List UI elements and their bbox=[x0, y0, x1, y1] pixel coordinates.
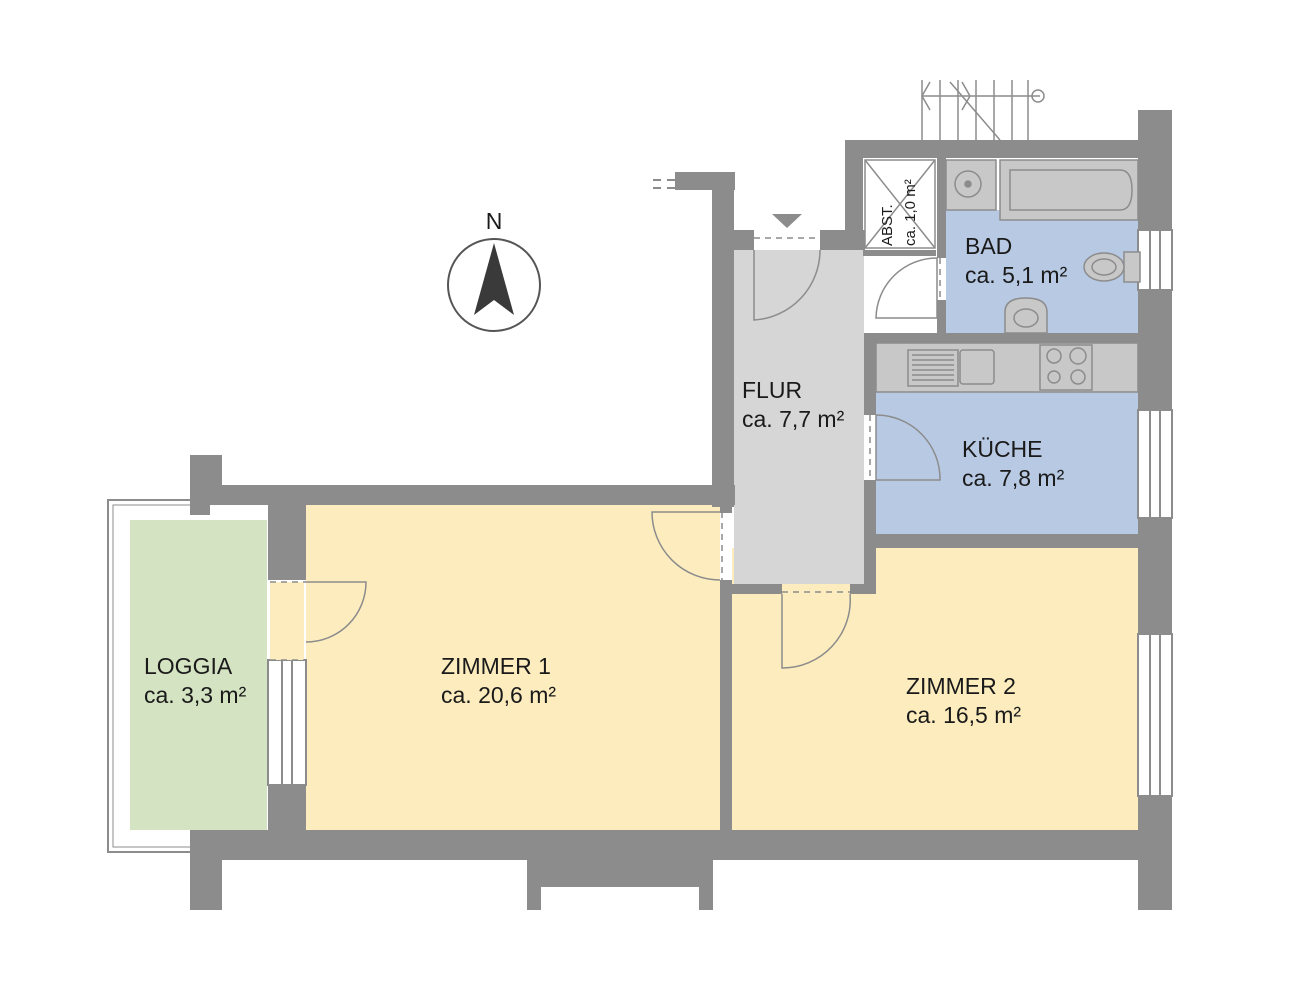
kueche-name: KÜCHE bbox=[962, 436, 1043, 462]
north-label: N bbox=[486, 208, 503, 234]
zimmer-1-name: ZIMMER 1 bbox=[441, 653, 551, 679]
doors bbox=[270, 159, 941, 669]
bidet-icon bbox=[1004, 297, 1048, 334]
abst-name: ABST. bbox=[879, 204, 896, 246]
windows bbox=[222, 229, 1173, 902]
bad-name: BAD bbox=[965, 233, 1012, 259]
bad-area-label: ca. 5,1 m² bbox=[965, 262, 1068, 288]
stove-icon bbox=[1039, 344, 1093, 391]
flur-area-label: ca. 7,7 m² bbox=[742, 406, 845, 432]
loggia-area-label: ca. 3,3 m² bbox=[144, 682, 247, 708]
zimmer-2-area bbox=[732, 548, 1138, 830]
compass: N bbox=[447, 208, 541, 332]
bathroom-fixtures bbox=[945, 159, 1141, 334]
zimmer-1-area-label: ca. 20,6 m² bbox=[441, 682, 556, 708]
loggia-area bbox=[130, 520, 267, 830]
kueche-area bbox=[876, 392, 1138, 534]
loggia-railing-inner bbox=[112, 504, 190, 848]
walls bbox=[190, 110, 1172, 910]
sink-icon bbox=[907, 349, 995, 387]
kitchen-counter bbox=[875, 342, 1139, 393]
north-arrow-icon bbox=[474, 243, 514, 315]
kitchen-fixtures bbox=[875, 342, 1139, 393]
zimmer-1-area bbox=[306, 505, 720, 830]
flur-name: FLUR bbox=[742, 377, 802, 403]
abst-area-label: ca. 1,0 m² bbox=[902, 179, 919, 246]
entrance-marker-icon bbox=[772, 214, 802, 228]
kueche-area-label: ca. 7,8 m² bbox=[962, 465, 1065, 491]
staircase bbox=[921, 80, 1045, 141]
flur-area bbox=[734, 250, 864, 584]
bathtub-icon bbox=[999, 159, 1139, 221]
toilet-icon bbox=[1083, 251, 1141, 283]
loggia-name: LOGGIA bbox=[144, 653, 233, 679]
loggia-railing bbox=[107, 499, 190, 853]
zimmer-2-name: ZIMMER 2 bbox=[906, 673, 1016, 699]
zimmer-2-area-label: ca. 16,5 m² bbox=[906, 702, 1021, 728]
